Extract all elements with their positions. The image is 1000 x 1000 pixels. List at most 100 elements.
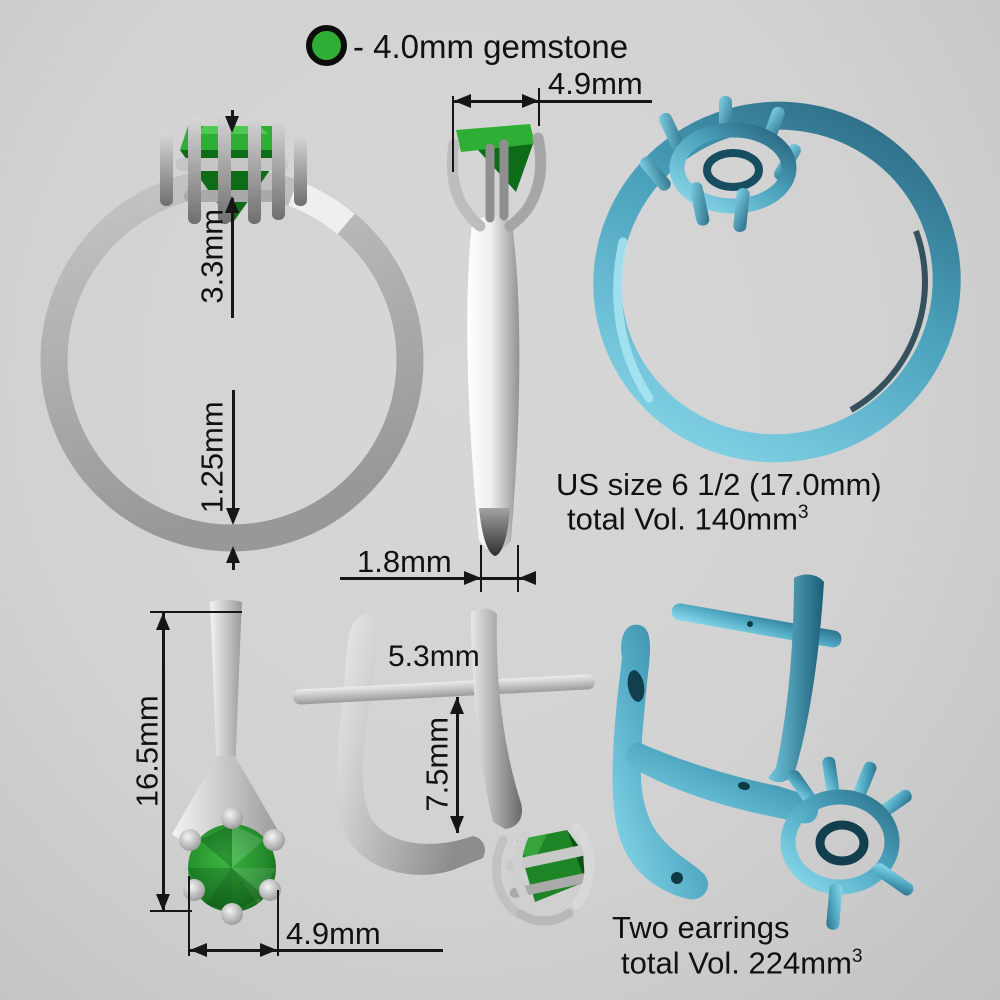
arrowhead: [225, 196, 239, 213]
earrings-volume-sup: 3: [851, 946, 863, 967]
gemstone: [188, 824, 276, 912]
arrowhead: [156, 613, 170, 630]
ring-volume-label: total Vol. 140mm3: [567, 502, 809, 536]
extension-line: [188, 876, 190, 956]
extension-line: [517, 545, 519, 592]
earring-post: [293, 674, 595, 705]
dimension-line: [162, 613, 165, 911]
gem-facet: [206, 868, 232, 912]
dimension-line: [231, 198, 234, 318]
gem-facet: [232, 868, 276, 904]
band-highlight: [613, 237, 654, 403]
dim-label: 7.5mm: [419, 716, 455, 812]
ring-volume-sup: 3: [797, 502, 809, 523]
arrowhead: [226, 508, 240, 525]
prong: [272, 118, 285, 220]
dim-label: 1.8mm: [357, 544, 452, 579]
earring-blade: [471, 608, 523, 829]
dimension-line: [232, 390, 235, 520]
gemstone-swatch-icon: [306, 25, 347, 66]
prong: [733, 188, 750, 233]
gem-basket: [492, 823, 595, 926]
setting-seat: [815, 820, 869, 866]
arrowhead: [225, 116, 239, 133]
arrowhead: [464, 571, 481, 585]
post-notch: [747, 621, 753, 627]
basket-bar: [509, 872, 595, 898]
prong: [248, 114, 261, 224]
extension-line: [150, 910, 192, 912]
prong: [259, 879, 281, 901]
prong: [492, 835, 524, 919]
arrowhead: [450, 697, 464, 714]
arrowhead: [522, 94, 539, 108]
lever-back-hook: [336, 613, 485, 875]
prong: [640, 156, 671, 191]
dimension-line: [340, 577, 528, 580]
gem-facet: [200, 824, 232, 868]
setting-rim: [669, 122, 797, 214]
prong: [188, 116, 201, 224]
extension-line: [277, 890, 279, 956]
prong: [822, 756, 840, 801]
prong: [689, 182, 710, 226]
setting-seat: [703, 149, 763, 191]
arrowhead: [260, 943, 277, 957]
shank-profile: [467, 216, 520, 552]
prong: [873, 863, 914, 896]
ring-volume-text: total Vol. 140mm: [567, 501, 798, 537]
prong: [294, 134, 307, 206]
prong: [263, 829, 285, 851]
extension-line: [452, 96, 454, 172]
arrowhead: [454, 94, 471, 108]
prong: [221, 903, 243, 925]
prong: [446, 138, 486, 232]
earring-strap: [626, 742, 819, 824]
prong-setting: [780, 756, 914, 930]
gem-side: [456, 124, 535, 152]
extension-line: [538, 88, 540, 126]
arrowhead: [156, 894, 170, 911]
prong: [572, 823, 595, 909]
earrings-count-label: Two earrings: [612, 910, 790, 945]
ring-perspective-view: [593, 96, 961, 463]
arrowhead: [226, 546, 240, 563]
extension-line: [150, 611, 242, 613]
dim-label: 3.3mm: [194, 208, 230, 304]
legend-label: - 4.0mm gemstone: [353, 28, 629, 65]
gem-mount: [172, 756, 280, 846]
dim-post-length: 5.3mm: [388, 640, 480, 673]
dimension-line: [456, 697, 459, 833]
ring-side-view: [446, 124, 547, 556]
dimension-line: [452, 100, 652, 103]
prong: [659, 112, 684, 151]
prong: [826, 883, 843, 930]
basket-bar: [505, 843, 593, 872]
earring-blade: [768, 574, 824, 783]
extension-line: [480, 545, 482, 592]
lever-slot: [627, 670, 645, 702]
dim-label: 4.9mm: [548, 66, 643, 101]
lever-hole: [671, 872, 683, 884]
shank-end: [479, 508, 510, 556]
dimension-line: [188, 949, 443, 952]
prong: [504, 132, 547, 232]
earrings-volume-label: total Vol. 224mm3: [621, 946, 863, 980]
prong: [179, 829, 201, 851]
ring-size-label: US size 6 1/2 (17.0mm): [556, 467, 882, 502]
prong: [221, 807, 243, 829]
prong: [183, 879, 205, 901]
prong-setting: [640, 96, 801, 233]
basket-tip: [516, 908, 574, 926]
prong: [160, 132, 173, 206]
earring-front-view: [172, 599, 285, 925]
arrowhead: [450, 816, 464, 833]
dim-label: 16.5mm: [129, 695, 165, 808]
arrowhead: [519, 571, 536, 585]
arrowhead: [190, 943, 207, 957]
prong: [512, 829, 538, 913]
gem-facet: [232, 824, 264, 868]
dim-label: 1.25mm: [194, 401, 230, 514]
inner-groove: [849, 229, 928, 413]
